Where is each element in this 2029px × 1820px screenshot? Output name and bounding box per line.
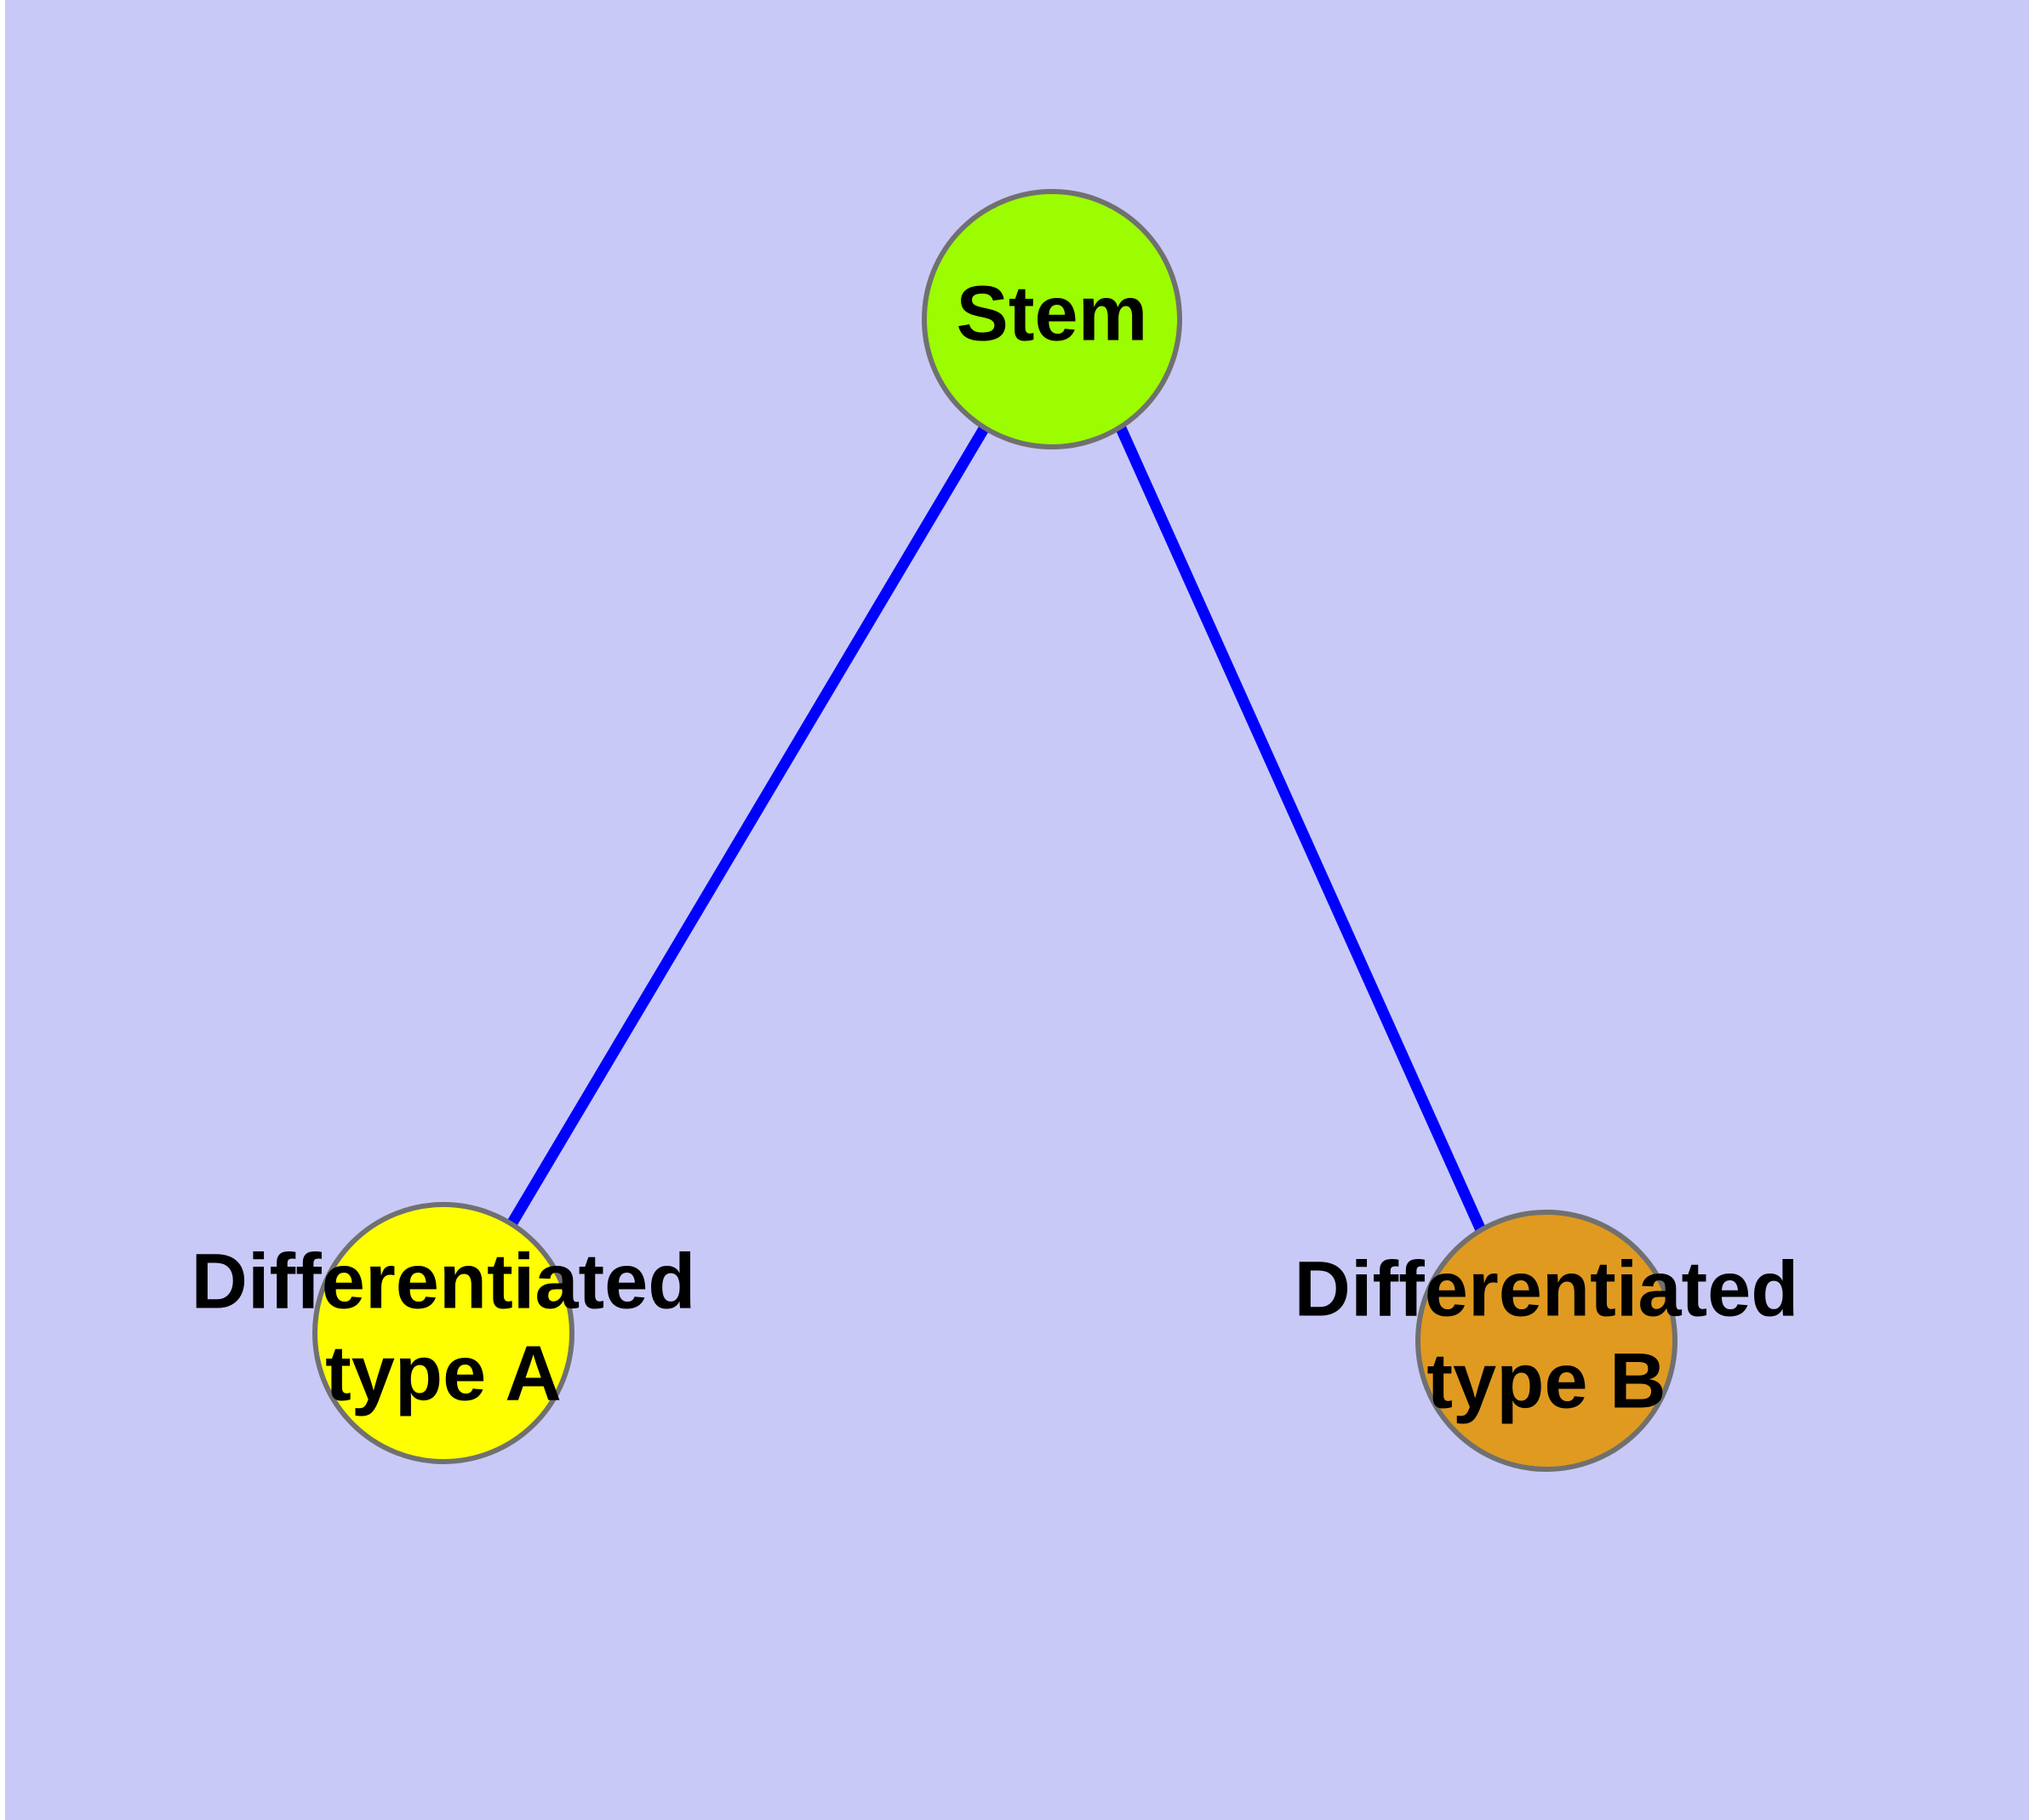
node-stem[interactable] xyxy=(922,189,1182,449)
node-label-stem: Stem xyxy=(957,270,1148,357)
edge-stem-to-diff-b[interactable] xyxy=(1116,426,1486,1233)
node-label-line: type A xyxy=(325,1330,562,1417)
edges-layer xyxy=(506,424,1486,1233)
nodes-layer xyxy=(312,189,1677,1472)
node-diff_a[interactable] xyxy=(312,1202,574,1464)
node-label-line: Differentiated xyxy=(191,1238,696,1325)
node-label-line: Differentiated xyxy=(1295,1245,1799,1332)
node-diff_b[interactable] xyxy=(1415,1210,1677,1472)
edge-stem-to-diff-a[interactable] xyxy=(506,424,990,1228)
node-label-line: type B xyxy=(1426,1337,1666,1424)
node-label-line: Stem xyxy=(957,270,1148,357)
